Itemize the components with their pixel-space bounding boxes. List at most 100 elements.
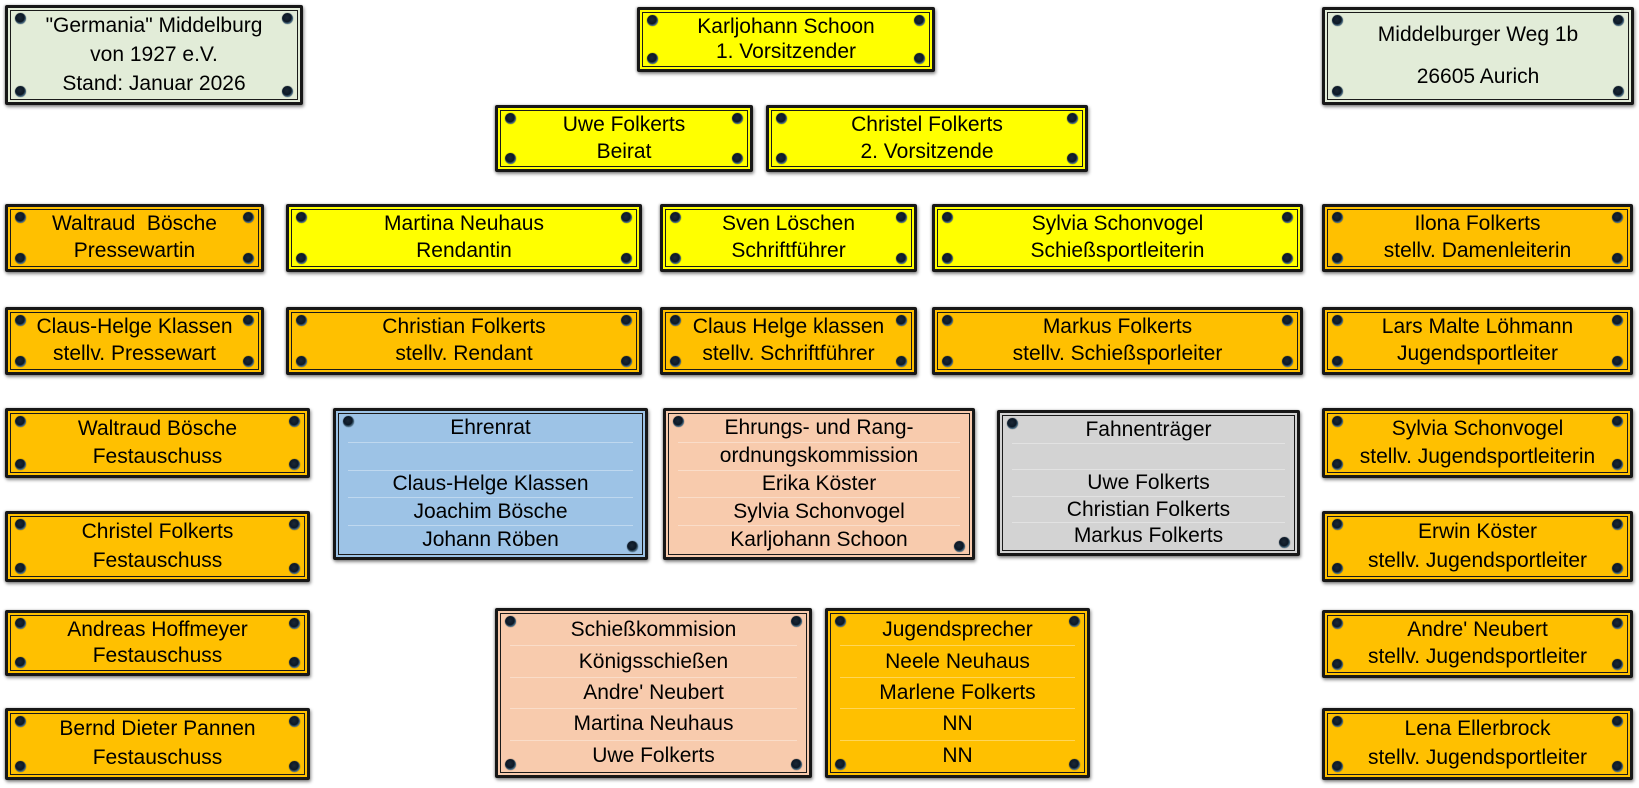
screw-icon <box>505 113 516 124</box>
plaque-text: Lena Ellerbrock stellv. Jugendsportleite… <box>1337 715 1618 773</box>
plaque-jugendsportleiter-stellv-1: Erwin Köster stellv. Jugendsportleiter <box>1322 511 1633 582</box>
screw-icon <box>942 253 953 264</box>
screw-icon <box>835 759 846 770</box>
person-name: Neele Neuhaus <box>840 646 1075 678</box>
screw-icon <box>670 315 681 326</box>
committee-title: Ehrungs- und Rang- <box>678 415 960 443</box>
person-name: Bernd Dieter Pannen <box>59 717 256 741</box>
plaque-text: Middelburger Weg 1b 26605 Aurich <box>1337 14 1619 98</box>
screw-icon <box>15 315 26 326</box>
person-name: Uwe Folkerts <box>592 743 715 767</box>
screw-icon <box>1612 519 1623 530</box>
plaque-address: Middelburger Weg 1b 26605 Aurich <box>1322 7 1634 105</box>
plaque-jugendsprecher: Jugendsprecher Neele Neuhaus Marlene Fol… <box>825 608 1090 778</box>
screw-icon <box>791 759 802 770</box>
plaque-text: Ehrenrat Claus-Helge Klassen Joachim Bös… <box>348 415 633 553</box>
screw-icon <box>1067 113 1078 124</box>
screw-icon <box>15 519 26 530</box>
screw-icon <box>1612 716 1623 727</box>
screw-icon <box>289 716 300 727</box>
plaque-text: Fahnenträger Uwe Folkerts Christian Folk… <box>1012 417 1285 549</box>
screw-icon <box>621 253 632 264</box>
plaque-festauschuss-2: Christel Folkerts Festauschuss <box>5 511 310 582</box>
role-label: Pressewartin <box>73 239 196 263</box>
screw-icon <box>282 86 293 97</box>
screw-icon <box>732 153 743 164</box>
plaque-jugendsportleiterin-stellv: Sylvia Schonvogel stellv. Jugendsportlei… <box>1322 408 1633 478</box>
role-label: Festauschuss <box>92 548 223 572</box>
plaque-text: Christian Folkerts stellv. Rendant <box>301 314 627 368</box>
screw-icon <box>942 356 953 367</box>
person-name: Sylvia Schonvogel <box>1391 416 1564 440</box>
screw-icon <box>243 212 254 223</box>
plaque-text: Sylvia Schonvogel stellv. Jugendsportlei… <box>1337 415 1618 471</box>
plaque-text: Erwin Köster stellv. Jugendsportleiter <box>1337 518 1618 575</box>
role-label: 2. Vorsitzende <box>860 139 994 163</box>
person-name: Sven Löschen <box>721 212 856 236</box>
plaque-text: Karljohann Schoon 1. Vorsitzender <box>652 14 920 65</box>
screw-icon <box>289 563 300 574</box>
plaque-schriftfuehrer-stellv: Claus Helge klassen stellv. Schriftführe… <box>660 307 917 375</box>
plaque-text: "Germania" Middelburg von 1927 e.V. Stan… <box>20 12 288 98</box>
role-label: stellv. Jugendsportleiter <box>1367 645 1588 669</box>
screw-icon <box>15 253 26 264</box>
screw-icon <box>243 253 254 264</box>
screw-icon <box>1612 315 1623 326</box>
person-name: Martina Neuhaus <box>510 709 797 741</box>
screw-icon <box>670 356 681 367</box>
role-label: stellv. Schießsporleiter <box>1012 342 1223 366</box>
screw-icon <box>942 212 953 223</box>
screw-icon <box>1612 356 1623 367</box>
person-name: Joachim Bösche <box>348 498 633 527</box>
screw-icon <box>896 356 907 367</box>
screw-icon <box>621 356 632 367</box>
screw-icon <box>505 616 516 627</box>
person-name: Erwin Köster <box>1417 520 1538 544</box>
screw-icon <box>1332 416 1343 427</box>
screw-icon <box>243 356 254 367</box>
plaque-jugendsportleiter-stellv-3: Lena Ellerbrock stellv. Jugendsportleite… <box>1322 708 1633 780</box>
screw-icon <box>896 315 907 326</box>
screw-icon <box>621 212 632 223</box>
committee-title: Jugendsprecher <box>840 615 1075 647</box>
plaque-chairman: Karljohann Schoon 1. Vorsitzender <box>637 7 935 72</box>
plaque-text: Andreas Hoffmeyer Festauschuss <box>20 617 295 669</box>
committee-title: ordnungskommission <box>678 443 960 471</box>
screw-icon <box>670 212 681 223</box>
plaque-festauschuss-1: Waltraud Bösche Festauschuss <box>5 408 310 478</box>
person-name: Marlene Folkerts <box>840 678 1075 710</box>
plaque-text: Bernd Dieter Pannen Festauschuss <box>20 715 295 773</box>
screw-icon <box>1612 459 1623 470</box>
screw-icon <box>1612 761 1623 772</box>
screw-icon <box>835 616 846 627</box>
person-name: Uwe Folkerts <box>1012 470 1285 497</box>
screw-icon <box>15 13 26 24</box>
screw-icon <box>776 113 787 124</box>
screw-icon <box>15 459 26 470</box>
address-line: 26605 Aurich <box>1416 64 1540 88</box>
screw-icon <box>914 15 925 26</box>
spacer-line <box>348 443 633 471</box>
screw-icon <box>243 315 254 326</box>
person-name: Claus-Helge Klassen <box>36 315 233 339</box>
person-name: Erika Köster <box>678 471 960 499</box>
screw-icon <box>1332 459 1343 470</box>
committee-title: Fahnenträger <box>1012 417 1285 444</box>
screw-icon <box>732 113 743 124</box>
screw-icon <box>1332 86 1343 97</box>
role-label: stellv. Jugendsportleiterin <box>1359 444 1596 468</box>
person-name: Waltraud Bösche <box>77 416 238 440</box>
screw-icon <box>15 618 26 629</box>
committee-title: Königsschießen <box>510 646 797 678</box>
plaque-beirat: Uwe Folkerts Beirat <box>495 105 753 172</box>
screw-icon <box>1612 416 1623 427</box>
screw-icon <box>1332 212 1343 223</box>
screw-icon <box>1612 659 1623 670</box>
screw-icon <box>1279 537 1290 548</box>
screw-icon <box>15 657 26 668</box>
role-label: Festauschuss <box>92 444 223 468</box>
plaque-ehrenrat: Ehrenrat Claus-Helge Klassen Joachim Bös… <box>333 408 648 560</box>
screw-icon <box>1332 716 1343 727</box>
screw-icon <box>1613 15 1624 26</box>
screw-icon <box>505 153 516 164</box>
